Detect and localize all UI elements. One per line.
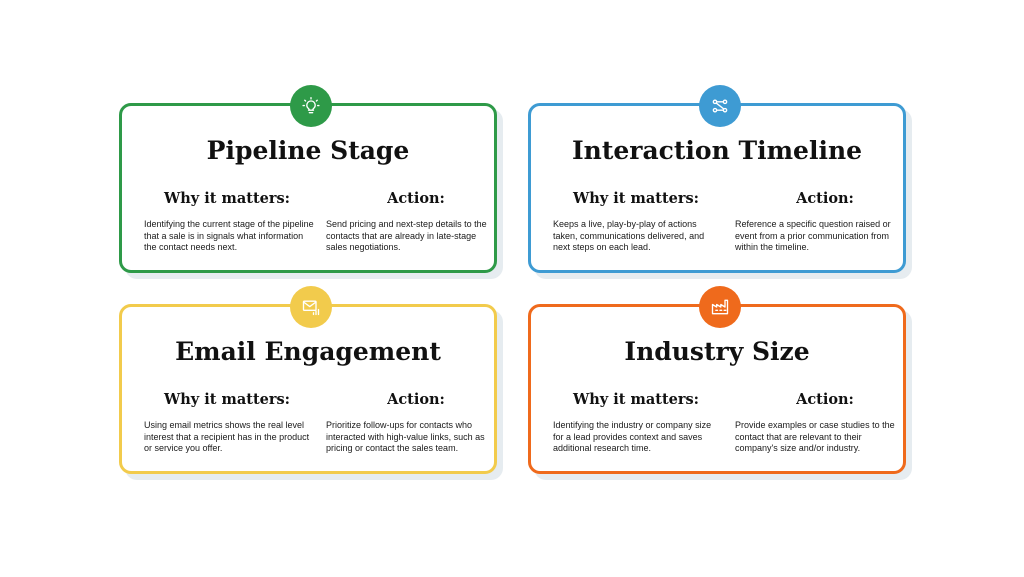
action-heading: Action: [387, 391, 445, 408]
card-frame: Email Engagement Why it matters: Using e… [119, 286, 497, 474]
card-interaction-timeline: Interaction Timeline Why it matters: Kee… [528, 85, 912, 279]
why-text: Keeps a live, play-by-play of actions ta… [553, 219, 705, 252]
email-chart-icon [290, 286, 332, 328]
why-heading: Why it matters: [572, 391, 700, 408]
why-column: Why it matters: Identifying the current … [144, 190, 314, 254]
why-text: Using email metrics shows the real level… [144, 420, 310, 453]
why-text: Identifying the current stage of the pip… [144, 219, 314, 252]
action-text: Provide examples or case studies to the … [735, 420, 895, 453]
action-column: Action: Reference a specific question ra… [735, 190, 905, 254]
action-column: Action: Prioritize follow-ups for contac… [326, 391, 496, 455]
card-email-engagement: Email Engagement Why it matters: Using e… [119, 286, 503, 480]
action-heading: Action: [387, 190, 445, 207]
action-text: Reference a specific question raised or … [735, 219, 891, 252]
why-column: Why it matters: Keeps a live, play-by-pl… [553, 190, 723, 254]
why-heading: Why it matters: [572, 190, 700, 207]
card-industry-size: Industry Size Why it matters: Identifyin… [528, 286, 912, 480]
card-pipeline-stage: Pipeline Stage Why it matters: Identifyi… [119, 85, 503, 279]
why-heading: Why it matters: [163, 391, 291, 408]
action-text: Send pricing and next-step details to th… [326, 219, 487, 252]
why-text: Identifying the industry or company size… [553, 420, 712, 453]
action-text: Prioritize follow-ups for contacts who i… [326, 420, 485, 453]
why-column: Why it matters: Identifying the industry… [553, 391, 723, 455]
action-column: Action: Provide examples or case studies… [735, 391, 905, 455]
timeline-nodes-icon [699, 85, 741, 127]
card-frame: Interaction Timeline Why it matters: Kee… [528, 85, 906, 273]
card-title: Interaction Timeline [571, 136, 863, 165]
factory-icon [699, 286, 741, 328]
card-title: Pipeline Stage [206, 136, 410, 165]
action-column: Action: Send pricing and next-step detai… [326, 190, 496, 254]
card-title: Email Engagement [175, 337, 441, 366]
card-frame: Pipeline Stage Why it matters: Identifyi… [119, 85, 497, 273]
card-frame: Industry Size Why it matters: Identifyin… [528, 286, 906, 474]
action-heading: Action: [796, 190, 854, 207]
why-column: Why it matters: Using email metrics show… [144, 391, 314, 455]
lightbulb-icon [290, 85, 332, 127]
why-heading: Why it matters: [163, 190, 291, 207]
card-title: Industry Size [624, 337, 810, 366]
action-heading: Action: [796, 391, 854, 408]
